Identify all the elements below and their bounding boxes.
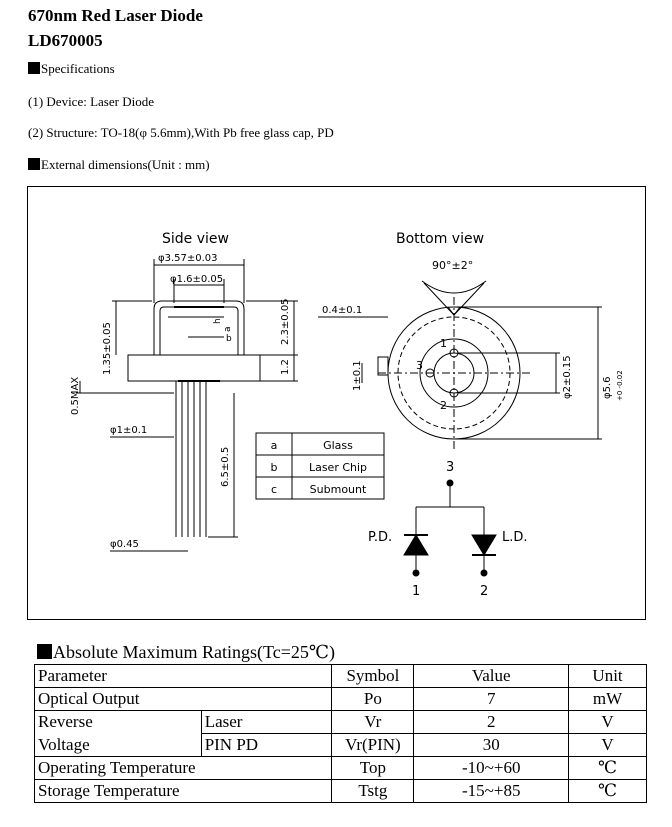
pin1-label: 1 — [440, 337, 447, 350]
cell-value: 30 — [413, 733, 570, 757]
h-label: h — [213, 318, 223, 324]
outer-dia-text: φ5.6 — [602, 377, 613, 400]
spec-device: (1) Device: Laser Diode — [28, 94, 154, 109]
b-label: b — [226, 334, 232, 344]
ext-dims-heading-text: External dimensions(Unit : mm) — [41, 157, 210, 172]
table-row: Storage Temperature Tstg -15~+85 ℃ — [33, 779, 647, 803]
cell-subparameter: PIN PD — [200, 733, 333, 757]
header-value: Value — [413, 664, 570, 688]
a-label: a — [223, 326, 233, 332]
bullet-square-icon — [37, 644, 52, 659]
window-dia-text: φ1.6±0.05 — [170, 274, 223, 285]
legend-key-b: b — [271, 461, 278, 474]
cell-value: -15~+85 — [413, 779, 570, 803]
angle-ray-left — [423, 282, 455, 316]
cap-dia-text: φ3.57±0.03 — [158, 253, 218, 264]
legend-key-c: c — [271, 483, 277, 496]
header-symbol: Symbol — [331, 664, 415, 688]
table-row: Voltage PIN PD Vr(PIN) 30 V — [34, 733, 647, 757]
legend-table — [255, 432, 385, 500]
outer-tol-text: +0 -0.02 — [616, 370, 624, 401]
flange12-text: 1.2 — [280, 359, 291, 375]
legend-value-a: Glass — [323, 439, 353, 452]
cell-unit: V — [568, 710, 647, 734]
bullet-square-icon — [28, 62, 40, 74]
cell-symbol: Vr(PIN) — [331, 733, 415, 757]
ld-diode-icon — [471, 534, 497, 556]
cell-symbol: Po — [331, 687, 415, 711]
cell-unit: V — [568, 733, 647, 757]
cell-value: 2 — [413, 710, 570, 734]
spec-structure: (2) Structure: TO-18(φ 5.6mm),With Pb fr… — [28, 125, 334, 140]
leadlen-text: 6.5±0.5 — [220, 447, 231, 487]
angle-text: 90°±2° — [432, 259, 473, 272]
cell-symbol: Top — [331, 756, 415, 780]
cell-unit: mW — [568, 687, 647, 711]
ext-dims-heading: External dimensions(Unit : mm) — [28, 157, 210, 173]
cell-parameter: Optical Output — [33, 687, 333, 711]
drawing-svg: Side view φ3.57±0.03 φ1.6±0.05 h a b 1.3… — [70, 231, 624, 599]
dia1-text: φ1±0.1 — [110, 425, 147, 436]
circuit-node-2 — [480, 569, 488, 577]
specs-heading: Specifications — [28, 61, 115, 77]
pin3-label: 3 — [416, 359, 423, 372]
angle-ray-right — [453, 282, 485, 316]
cell-unit: ℃ — [568, 756, 647, 780]
flange — [127, 354, 261, 382]
table-row: Optical Output Po 7 mW — [33, 687, 647, 711]
cell-subparameter: Laser — [200, 710, 333, 734]
cell-symbol: Tstg — [331, 779, 415, 803]
table-row: Operating Temperature Top -10~+60 ℃ — [33, 756, 647, 780]
bullet-square-icon — [28, 158, 40, 170]
product-code: LD670005 — [28, 31, 103, 50]
angle-arc — [421, 280, 487, 294]
table-row: Reverse Laser Vr 2 V — [34, 710, 647, 734]
cap-outline — [153, 300, 245, 355]
max05-text: 0.5MAX — [70, 377, 81, 415]
ratings-heading: Absolute Maximum Ratings(Tc=25℃) — [37, 641, 335, 663]
legend-value-b: Laser Chip — [309, 461, 367, 474]
specs-heading-text: Specifications — [41, 61, 115, 76]
pcd-text: φ2±0.15 — [562, 355, 573, 399]
cell-parameter: Operating Temperature — [33, 756, 333, 780]
cell-parameter: Reverse — [34, 710, 202, 734]
circuit-pin1-label: 1 — [412, 584, 420, 599]
bottom-view-label: Bottom view — [396, 231, 484, 247]
cell-parameter: Storage Temperature — [33, 779, 333, 803]
leaddia-text: φ0.45 — [110, 539, 139, 550]
circuit-pin2-label: 2 — [480, 584, 488, 599]
ratings-table: Parameter Symbol Value Unit Optical Outp… — [33, 664, 647, 803]
product-title: 670nm Red Laser Diode — [28, 6, 203, 25]
ratings-heading-text: Absolute Maximum Ratings(Tc=25℃) — [53, 642, 335, 662]
circuit-pin3-label: 3 — [446, 460, 454, 475]
h23-text: 2.3±0.05 — [280, 298, 291, 345]
dimension-drawing: Side view φ3.57±0.03 φ1.6±0.05 h a b 1.3… — [27, 186, 646, 620]
cell-symbol: Vr — [331, 710, 415, 734]
cell-value: -10~+60 — [413, 756, 570, 780]
legend-value-c: Submount — [310, 483, 367, 496]
tab-notch — [377, 356, 389, 376]
cell-unit: ℃ — [568, 779, 647, 803]
cell-value: 7 — [413, 687, 570, 711]
h135-text: 1.35±0.05 — [102, 322, 113, 375]
header-parameter: Parameter — [33, 664, 333, 688]
cell-parameter: Voltage — [34, 733, 202, 757]
pinoff-text: 1±0.1 — [352, 360, 363, 391]
table-header-row: Parameter Symbol Value Unit — [33, 664, 647, 688]
bottom-inner-circle — [419, 338, 489, 408]
notch-text: 0.4±0.1 — [322, 305, 362, 316]
header-unit: Unit — [568, 664, 647, 688]
pd-label: P.D. — [368, 530, 392, 545]
circuit-node-1 — [412, 569, 420, 577]
pd-diode-icon — [403, 534, 429, 556]
side-view-label: Side view — [162, 231, 229, 247]
legend-key-a: a — [271, 439, 278, 452]
ld-label: L.D. — [502, 530, 528, 545]
pin2-label: 2 — [440, 399, 447, 412]
